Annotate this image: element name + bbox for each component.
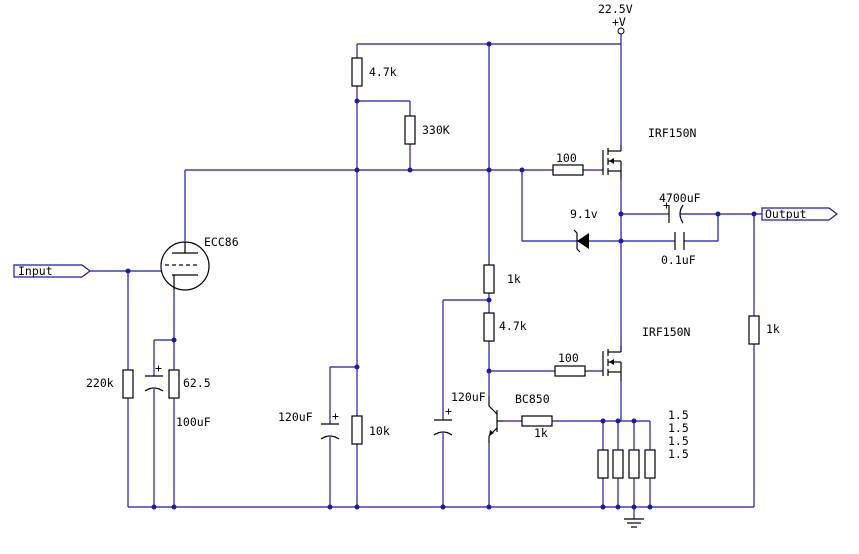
resistor-source-2 [612,449,624,479]
capacitor-0-1uf [674,232,685,250]
resistor-220k-label: 220k [86,376,114,390]
resistor-4k7-top-label: 4.7k [369,65,397,79]
tube-label: ECC86 [204,235,239,249]
wires [90,34,762,519]
supply-voltage-label: 22.5V [598,2,633,16]
resistor-source-2-label: 1.5 [668,421,689,435]
output-port: Output [761,207,838,221]
resistor-4k7-top [351,57,363,87]
resistor-4k7-column [483,312,495,342]
resistor-10k [351,415,363,445]
capacitor-100uf: + [144,361,164,392]
transistor-label: BC850 [515,392,550,406]
input-port: Input [13,264,91,278]
resistor-source-3 [628,449,640,479]
capacitor-120uf-right: + [433,404,453,436]
resistor-220k [122,369,134,399]
input-port-label: Input [18,264,53,278]
capacitor-4700uf: + [663,198,684,224]
resistor-4k7-column-label: 4.7k [499,319,527,333]
resistor-330k-label: 330K [422,123,450,137]
mosfet-upper-label: IRF150N [648,126,697,140]
transistor-bc850 [488,396,503,443]
output-port-label: Output [765,207,807,221]
resistor-base [521,415,553,427]
resistor-source-4 [644,449,656,479]
resistor-source-1 [597,449,609,479]
svg-text:+: + [332,409,339,423]
resistor-gate-upper-label: 100 [556,151,577,165]
resistor-source-4-label: 1.5 [668,447,689,461]
capacitor-120uf-left-label: 120uF [278,410,313,424]
resistor-source-1-label: 1.5 [668,408,689,422]
svg-text:+: + [445,404,452,418]
resistor-load-label: 1k [766,322,780,336]
resistor-cathode-label: 62.5 [183,376,211,390]
resistor-gate-lower [554,365,586,377]
zener-label: 9.1v [570,207,598,221]
mosfet-upper [602,145,622,180]
zener-diode [573,229,589,253]
resistor-load [748,315,760,345]
resistor-cathode [168,369,180,399]
svg-text:+: + [155,361,162,375]
capacitor-0-1uf-label: 0.1uF [661,253,696,267]
resistors: 4.7k 330K 100 1k 4.7k 100 1k 220k 62.5 1… [86,57,780,479]
supply-symbol-label: +V [612,15,626,29]
mosfet-lower-label: IRF150N [642,325,691,339]
resistor-source-3-label: 1.5 [668,434,689,448]
resistor-base-label: 1k [534,426,548,440]
ground-icon [624,518,644,528]
capacitor-100uf-label: 100uF [176,415,211,429]
resistor-330k [404,115,416,145]
resistor-gate-upper [552,164,584,176]
capacitor-120uf-right-label: 120uF [451,390,486,404]
junction-dots [125,41,757,510]
tube-ecc86 [160,241,210,291]
resistor-1k-column [483,264,495,294]
capacitor-120uf-left: + [320,409,340,440]
svg-text:+: + [663,198,670,212]
resistor-1k-column-label: 1k [507,272,521,286]
supply-terminal: 22.5V +V [598,2,633,35]
mosfet-lower [602,346,622,381]
resistor-gate-lower-label: 100 [558,351,579,365]
resistor-10k-label: 10k [369,424,390,438]
capacitors: + 4700uF 0.1uF + 100uF + 120uF + 120u [144,191,701,440]
capacitor-4700uf-label: 4700uF [659,191,701,205]
